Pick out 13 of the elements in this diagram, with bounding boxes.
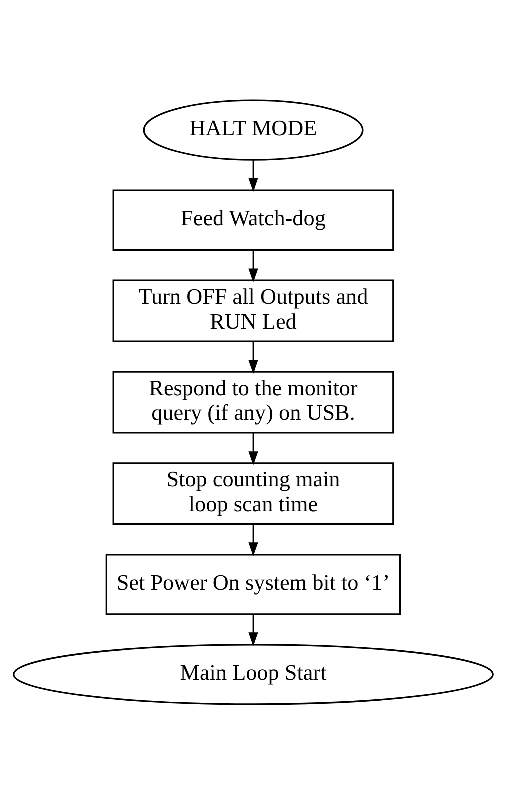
arrow	[248, 432, 258, 466]
arrow	[248, 250, 258, 282]
node-box: Stop counting main loop scan time	[112, 462, 394, 525]
node-ellipse: Main Loop Start	[13, 644, 494, 705]
arrow	[248, 160, 258, 192]
arrow	[248, 524, 258, 556]
node-box: Respond to the monitor query (if any) on USB.	[112, 370, 394, 434]
node-box: Feed Watch-dog	[112, 189, 394, 250]
node-box: Turn OFF all Outputs and RUN Led	[112, 279, 394, 342]
arrow	[248, 614, 258, 646]
arrow	[248, 341, 258, 374]
node-box: Set Power On system bit to ‘1’	[106, 554, 402, 615]
node-ellipse: HALT MODE	[143, 99, 364, 160]
